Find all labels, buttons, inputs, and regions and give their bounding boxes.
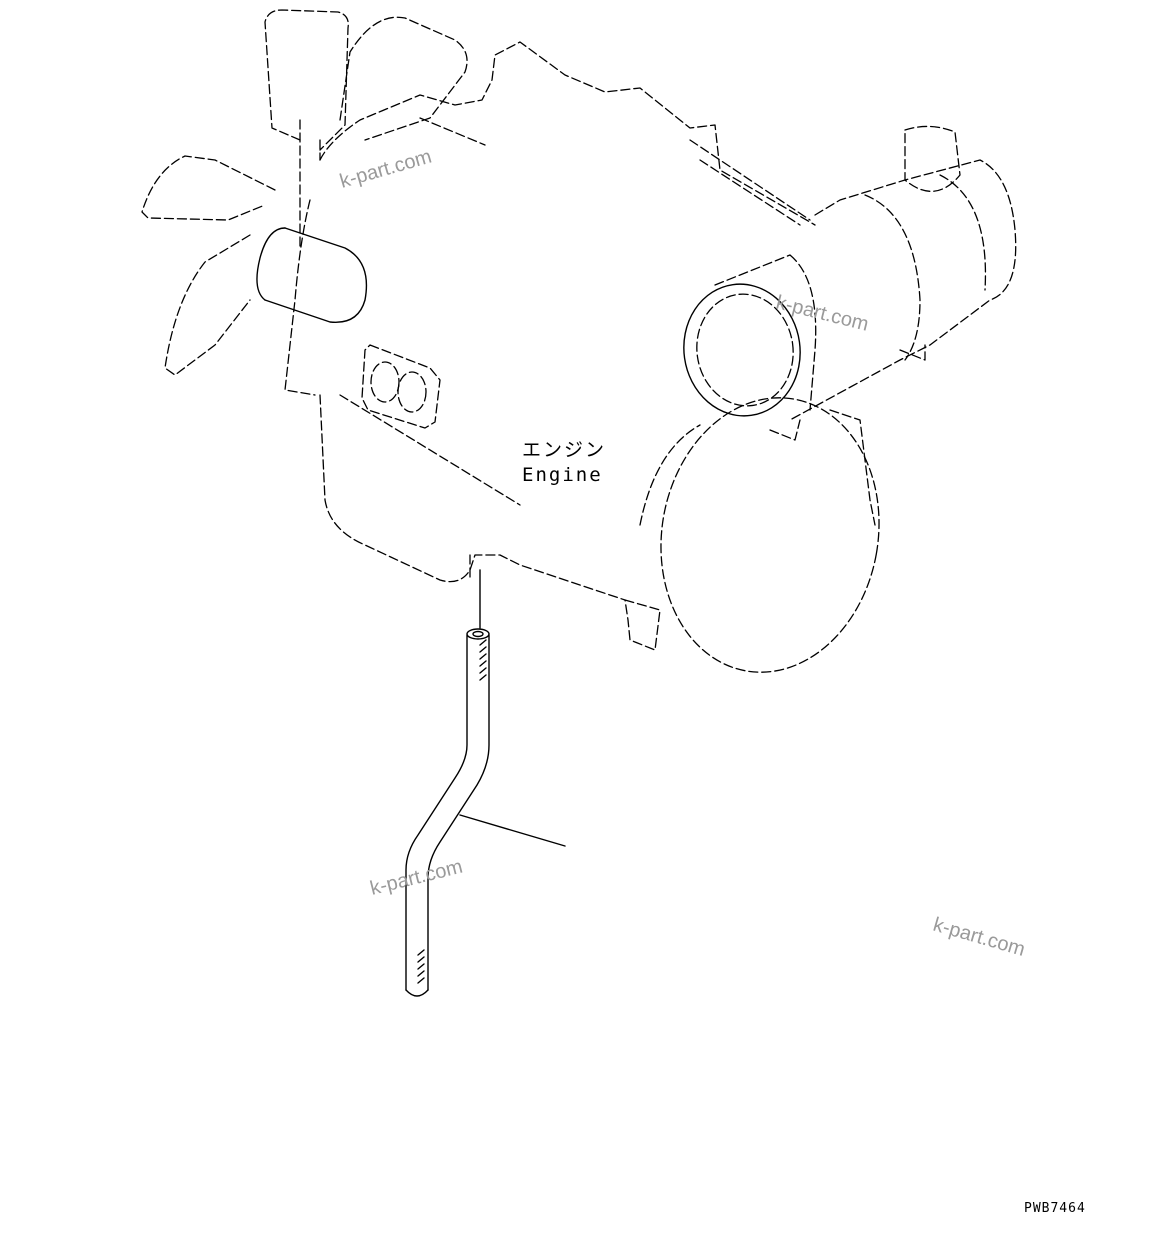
- fan: [141, 9, 468, 376]
- watermark-1: k-part.com: [337, 146, 434, 193]
- watermark-3: k-part.com: [368, 856, 465, 900]
- drawing-code: PWB7464: [1024, 1201, 1086, 1216]
- engine-label-en: Engine: [522, 464, 603, 486]
- drain-tube: [405, 569, 566, 997]
- engine-outline: [141, 9, 1017, 673]
- engine-label-jp: エンジン: [522, 439, 606, 461]
- watermark-4: k-part.com: [931, 914, 1028, 961]
